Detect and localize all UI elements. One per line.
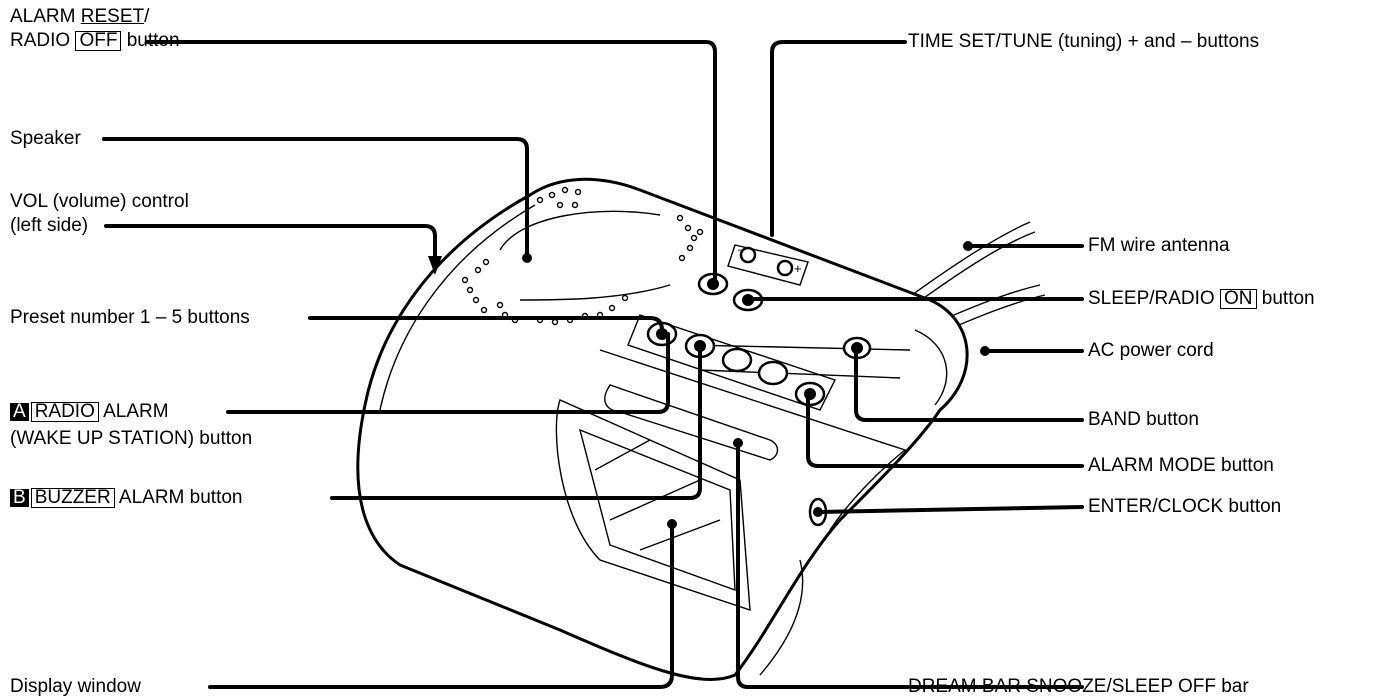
label-display-window: Display window (10, 676, 141, 697)
button-rail-line (689, 344, 911, 351)
display-line-c (639, 519, 721, 551)
body-edge-line (379, 204, 536, 411)
speaker-arc-bottom (519, 284, 671, 301)
body-ledge-line (599, 349, 907, 531)
speaker-arc-top (499, 210, 661, 251)
leader-vol (104, 224, 437, 264)
tune-plus-button-shape (776, 259, 794, 277)
leader-dream-bar (736, 441, 1084, 689)
tune-panel (727, 244, 809, 286)
leader-display-window (208, 522, 674, 689)
alarm-reset-text: ALARM (10, 6, 81, 27)
label-time-set: TIME SET/TUNE (tuning) + and – buttons (908, 31, 1260, 52)
leader-preset (308, 316, 664, 332)
alarm-reset-slash: / (144, 6, 150, 27)
leader-alarm-reset (146, 40, 717, 286)
label-alarm-reset: ALARM RESET/ (10, 6, 149, 28)
snooze-bar-shape (604, 384, 779, 461)
tune-minus-mark: – (738, 242, 745, 256)
label-ac-power: AC power cord (1088, 340, 1214, 361)
label-alarm-reset-line2: RADIO OFF button (10, 30, 180, 52)
label-fm-antenna: FM wire antenna (1088, 235, 1230, 256)
leader-band (854, 346, 1084, 422)
clock-radio-body (356, 177, 969, 681)
tune-minus-button-shape (739, 246, 757, 264)
label-preset: Preset number 1 – 5 buttons (10, 307, 250, 328)
display-inner (578, 428, 736, 592)
radio-text: RADIO (10, 30, 76, 51)
label-alarm-mode: ALARM MODE button (1088, 455, 1274, 476)
label-enter-clock: ENTER/CLOCK button (1088, 496, 1282, 517)
sleep-radio-suffix: button (1256, 288, 1315, 309)
tag-a: A (10, 402, 29, 421)
label-speaker: Speaker (10, 128, 81, 149)
button-text: button (121, 30, 180, 51)
body-side-line (914, 329, 948, 406)
alarm-reset-underlined: RESET (80, 6, 145, 27)
vol-arrowhead (428, 256, 442, 275)
tune-plus-mark: + (794, 261, 802, 276)
body-front-curve (759, 559, 804, 676)
label-sleep-radio: SLEEP/RADIO ON button (1088, 288, 1315, 310)
leader-radio-alarm (226, 332, 670, 414)
sleep-radio-text: SLEEP/RADIO (1088, 288, 1220, 309)
radio-boxed: RADIO (30, 402, 99, 422)
leader-time-set (770, 40, 907, 237)
leader-buzzer-alarm (330, 344, 702, 500)
preset-button-3-shape (721, 347, 753, 373)
label-dream-bar: DREAM BAR SNOOZE/SLEEP OFF bar (908, 676, 1249, 697)
off-boxed: OFF (75, 31, 122, 51)
label-radio-alarm-line2: (WAKE UP STATION) button (10, 428, 253, 449)
leader-speaker (102, 137, 529, 260)
buzzer-boxed: BUZZER (30, 488, 115, 508)
label-vol-line1: VOL (volume) control (10, 191, 189, 212)
preset-panel (627, 314, 836, 411)
tag-b: B (10, 488, 29, 507)
label-vol-line2: (left side) (10, 215, 89, 236)
display-line-a (594, 439, 651, 471)
radio-alarm-text: ALARM (98, 401, 169, 422)
fm-antenna-wire-b (909, 231, 1036, 309)
label-band: BAND button (1088, 409, 1199, 430)
fm-antenna-wire-a (904, 221, 1031, 301)
leader-alarm-mode (806, 392, 1084, 468)
preset-button-4-shape (757, 360, 789, 386)
buzzer-alarm-text: ALARM button (114, 487, 243, 508)
leader-enter-clock (816, 505, 1084, 514)
on-boxed: ON (1220, 289, 1257, 309)
